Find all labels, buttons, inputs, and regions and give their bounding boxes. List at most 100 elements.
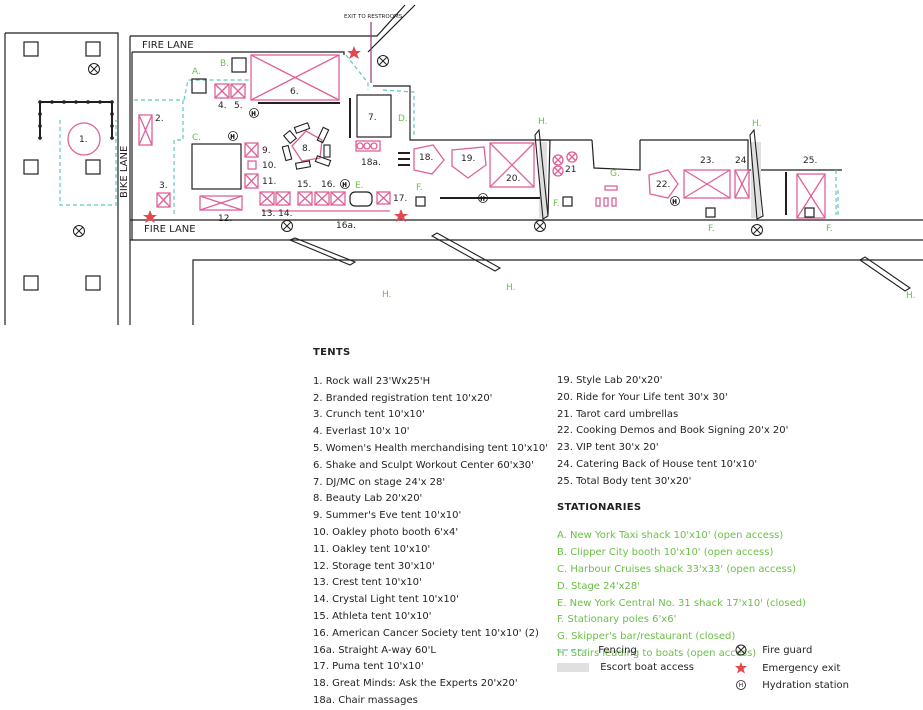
svg-text:4.: 4. xyxy=(218,101,227,111)
svg-text:5.: 5. xyxy=(234,101,243,111)
legend-item: 16. American Cancer Society tent 10'x10'… xyxy=(313,627,539,639)
tent-2 xyxy=(138,114,153,146)
svg-text:6.: 6. xyxy=(290,87,299,97)
svg-text:F.: F. xyxy=(826,224,833,234)
tent-24 xyxy=(734,169,750,199)
svg-text:A.: A. xyxy=(192,67,201,77)
stationary-f xyxy=(804,207,815,218)
legend-item: 13. Crest tent 10'x10' xyxy=(313,577,422,589)
tent-15 xyxy=(297,191,313,206)
stationary-f xyxy=(705,207,716,218)
hydration-icon: H xyxy=(228,131,238,141)
legend-item: 19. Style Lab 20'x20' xyxy=(557,375,663,386)
emergency-exits xyxy=(143,46,408,223)
svg-text:D.: D. xyxy=(398,114,408,124)
hydration-icon: H xyxy=(249,108,259,118)
svg-text:17.: 17. xyxy=(393,194,407,204)
stationary-b xyxy=(231,57,247,73)
svg-text:E.: E. xyxy=(355,181,364,191)
tent-labels: 1. 2. 3. 4. 5. 6. 7. 8. 9. 10. 11. 12. 1… xyxy=(79,87,817,231)
svg-text:1.: 1. xyxy=(79,135,88,145)
fire-guard-icon xyxy=(73,225,85,237)
emergency-exit-icon xyxy=(143,210,157,223)
fire-guard-icon xyxy=(88,63,100,75)
legend-tents-2: 19. Style Lab 20'x20' 20. Ride for Your L… xyxy=(557,373,806,663)
key-fencing: Fencing xyxy=(557,645,637,656)
stationary-labels: A. B. C. D. E. F. F. F. F. G. xyxy=(192,59,833,234)
svg-text:10.: 10. xyxy=(262,161,276,171)
svg-text:8.: 8. xyxy=(302,144,311,154)
fire-guards xyxy=(73,55,763,237)
key-escort: Escort boat access xyxy=(557,662,694,673)
tent-1 xyxy=(67,122,101,156)
umbrella xyxy=(552,165,564,177)
tent-8 xyxy=(291,130,323,162)
stationary-item: H. Stairs leading to boats (open access) xyxy=(557,647,757,659)
svg-text:7.: 7. xyxy=(368,113,377,123)
stationaries-list: A. New York Taxi shack 10'x10' (open acc… xyxy=(557,528,806,662)
stationary-c xyxy=(191,143,242,190)
svg-text:18a.: 18a. xyxy=(361,158,381,168)
svg-text:15.: 15. xyxy=(297,180,311,190)
tent-22 xyxy=(648,169,679,199)
svg-text:11.: 11. xyxy=(262,177,276,187)
svg-text:H: H xyxy=(231,135,235,141)
stationary-d xyxy=(356,94,392,138)
hydration-icon: H xyxy=(670,196,680,206)
stationary-item: E. New York Central No. 31 shack 17'x10'… xyxy=(557,597,807,609)
stationary-f xyxy=(415,196,426,207)
legend-item: 14. Crystal Light tent 10'x10' xyxy=(313,594,459,606)
key-hydration: H Hydration station xyxy=(735,679,849,691)
legend-item: 23. VIP tent 30'x 20' xyxy=(557,442,659,454)
svg-text:F.: F. xyxy=(416,183,423,193)
tent-10 xyxy=(247,160,257,170)
tent-19 xyxy=(451,146,487,179)
svg-text:21: 21 xyxy=(565,165,576,175)
legend-item: 25. Total Body tent 30'x20' xyxy=(557,475,692,487)
site-map: H. H. H. H. H. xyxy=(4,4,923,325)
label-h: H. xyxy=(382,290,391,300)
svg-text:12.: 12. xyxy=(218,214,232,224)
legend-item: 10. Oakley photo booth 6'x4' xyxy=(313,526,459,538)
svg-text:22.: 22. xyxy=(656,180,670,190)
svg-text:H: H xyxy=(481,197,485,203)
hydration-stations: H H H H H xyxy=(228,108,680,206)
emergency-exit-icon xyxy=(347,46,361,59)
legend-item: 20. Ride for Your Life tent 30'x 30' xyxy=(557,391,728,403)
legend-item: 22. Cooking Demos and Book Signing 20'x … xyxy=(557,425,789,437)
tent-18 xyxy=(413,144,445,175)
stationary-item: D. Stage 24'x28' xyxy=(557,580,640,592)
tent-17 xyxy=(376,191,391,205)
key-fire-guard: Fire guard xyxy=(735,644,812,656)
key-emergency-exit: Emergency exit xyxy=(735,662,840,674)
exit-to-restrooms: EXIT TO RESTROOMS xyxy=(344,14,403,20)
svg-text:C.: C. xyxy=(192,133,201,143)
legend-item: 3. Crunch tent 10'x10' xyxy=(313,409,425,421)
map-key: Fencing Escort boat access Fire guard Em… xyxy=(557,642,897,698)
label-h: H. xyxy=(752,119,761,129)
tent-13 xyxy=(259,191,275,206)
fire-lane-label: FIRE LANE xyxy=(142,40,194,51)
legend-item: 7. DJ/MC on stage 24'x 28' xyxy=(313,476,446,488)
svg-text:H: H xyxy=(673,200,677,206)
fire-guard-icon xyxy=(377,55,389,67)
legend-item: 12. Storage tent 30'x10' xyxy=(313,560,435,572)
barrier-dots xyxy=(38,100,114,140)
svg-text:B.: B. xyxy=(220,59,229,69)
stationary-a xyxy=(191,78,207,94)
umbrella xyxy=(552,154,564,166)
stationaries xyxy=(191,57,815,218)
fire-guard-icon xyxy=(735,644,747,656)
fire-guard-icon xyxy=(534,220,546,232)
svg-text:13. 14.: 13. 14. xyxy=(261,209,293,219)
building-squares xyxy=(23,41,101,291)
svg-text:F.: F. xyxy=(553,199,560,209)
bike-lane-label: BIKE LANE xyxy=(119,146,130,198)
stationaries-heading: STATIONARIES xyxy=(557,501,642,513)
tent-5 xyxy=(230,83,246,99)
label-h: H. xyxy=(538,117,547,127)
legend-item: 15. Athleta tent 10'x10' xyxy=(313,610,432,622)
legend-item: 4. Everlast 10'x 10' xyxy=(313,426,410,438)
